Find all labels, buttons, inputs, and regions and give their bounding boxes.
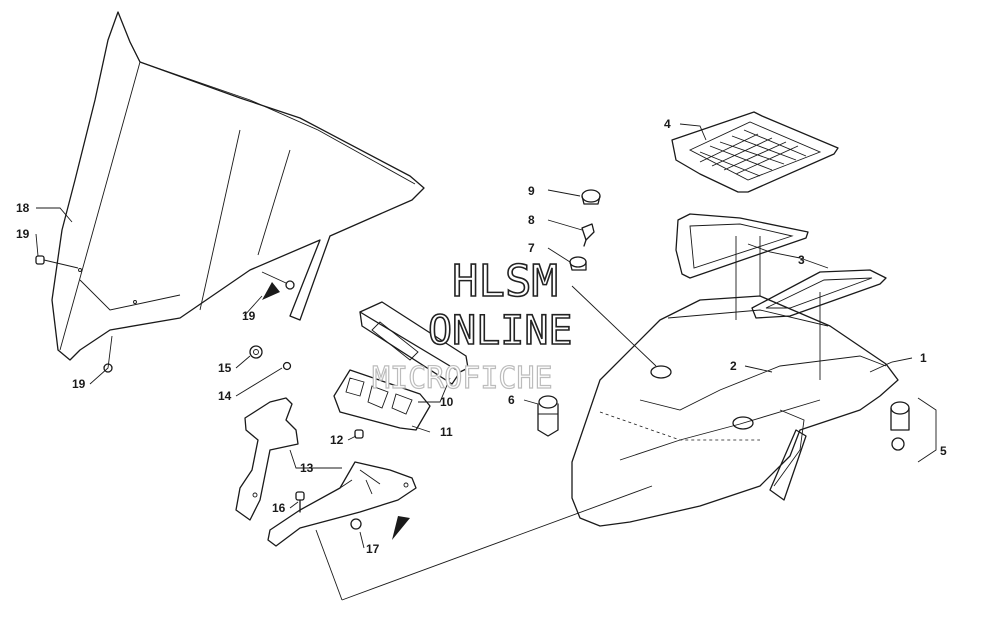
screw-12 xyxy=(354,429,364,439)
callout-6: 6 xyxy=(508,393,515,407)
callout-19-left: 19 xyxy=(16,227,30,241)
key-8 xyxy=(581,223,595,247)
watermark-line-1: HLSM xyxy=(452,256,558,307)
switch-6 xyxy=(537,395,559,437)
callout-17: 17 xyxy=(366,542,380,556)
callout-19-bottom: 19 xyxy=(72,377,86,391)
callout-10: 10 xyxy=(440,395,454,409)
windshield xyxy=(51,11,425,361)
arrow-marker-lower xyxy=(392,516,410,540)
callout-1: 1 xyxy=(920,351,927,365)
storage-net-4 xyxy=(671,111,839,193)
nut-15 xyxy=(249,345,263,359)
nut-7 xyxy=(569,256,587,271)
callout-3: 3 xyxy=(798,253,805,267)
gauge-5 xyxy=(890,401,910,451)
hood-1 xyxy=(571,295,899,527)
callout-2: 2 xyxy=(730,359,737,373)
bracket-13 xyxy=(235,397,417,547)
cap-9 xyxy=(581,189,601,205)
callout-16: 16 xyxy=(272,501,286,515)
washer-14 xyxy=(282,361,292,371)
module-11 xyxy=(333,369,431,431)
callout-19-right: 19 xyxy=(242,309,256,323)
watermark-line-3: MICROFICHE xyxy=(372,361,553,396)
vent-panel-3-lower xyxy=(751,269,887,319)
callout-8: 8 xyxy=(528,213,535,227)
callout-14: 14 xyxy=(218,389,232,403)
callout-9: 9 xyxy=(528,184,535,198)
callout-7: 7 xyxy=(528,241,535,255)
callout-15: 15 xyxy=(218,361,232,375)
callout-5: 5 xyxy=(940,444,947,458)
nut-17 xyxy=(350,518,362,530)
callout-12: 12 xyxy=(330,433,344,447)
screw-19-left xyxy=(35,255,79,269)
screw-19-right xyxy=(261,271,295,290)
leader-lines xyxy=(35,123,937,601)
arrow-marker-upper xyxy=(262,282,280,300)
callout-11: 11 xyxy=(440,425,453,439)
callout-18: 18 xyxy=(16,201,30,215)
vent-panel-3-upper xyxy=(675,213,809,279)
washer-19-bottom xyxy=(103,363,113,373)
cover-10 xyxy=(359,301,469,385)
callout-4: 4 xyxy=(664,117,671,131)
watermark-line-2: ONLINE xyxy=(428,308,573,354)
callout-13: 13 xyxy=(300,461,314,475)
bolt-16 xyxy=(295,491,305,513)
